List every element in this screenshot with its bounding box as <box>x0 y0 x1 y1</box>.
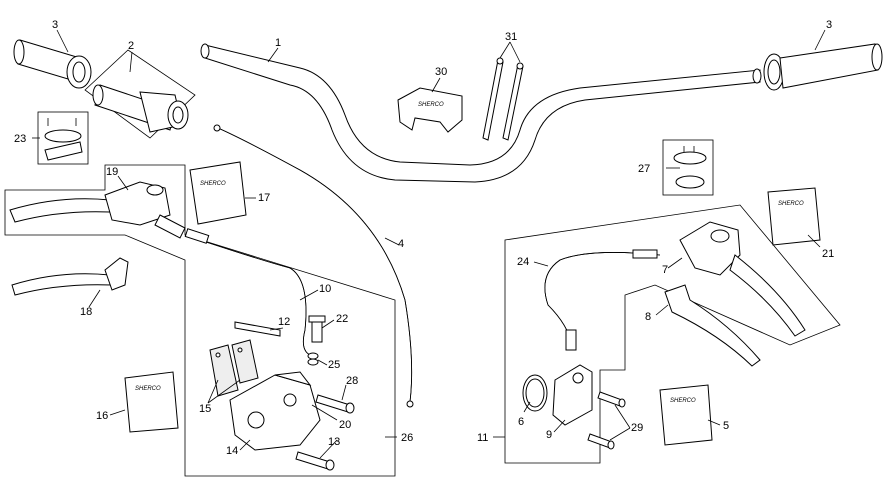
callout-27: 27 <box>638 163 650 175</box>
cable-ties <box>482 57 524 141</box>
svg-text:SHERCO: SHERCO <box>418 102 444 108</box>
master-cylinder-cap-right <box>662 139 714 196</box>
callout-30: 30 <box>435 66 447 78</box>
washers <box>307 352 319 366</box>
rear-spare-lever <box>664 284 761 367</box>
callout-10: 10 <box>319 283 331 295</box>
callout-16: 16 <box>96 410 108 422</box>
brake-pads <box>209 339 259 397</box>
leader-lines <box>32 29 826 459</box>
callout-7: 7 <box>662 264 668 276</box>
callout-20: 20 <box>339 419 351 431</box>
callout-5: 5 <box>723 420 729 432</box>
callout-17: 17 <box>258 192 270 204</box>
callout-22: 22 <box>336 313 348 325</box>
banjo-bolt <box>308 315 326 343</box>
reservoir-screws <box>587 391 626 450</box>
handlebar-clamp: SHERCO <box>397 87 463 133</box>
cable <box>213 124 414 408</box>
callout-3-right: 3 <box>826 19 832 31</box>
callout-25: 25 <box>328 359 340 371</box>
callout-14: 14 <box>226 445 238 457</box>
front-brake-group-outline <box>4 164 396 477</box>
caliper-bolt-13 <box>295 451 335 471</box>
front-master-cylinder <box>9 181 186 239</box>
protective-bag-17: SHERCO <box>189 161 247 225</box>
caliper-bolt-28 <box>315 394 355 414</box>
callout-8: 8 <box>645 311 651 323</box>
svg-text:SHERCO: SHERCO <box>778 201 804 207</box>
svg-text:SHERCO: SHERCO <box>135 386 161 392</box>
master-cylinder-cap-left <box>37 111 89 165</box>
callout-19: 19 <box>106 166 118 178</box>
callout-labels: 3 2 1 3 31 30 23 27 19 17 21 4 24 7 10 1… <box>14 19 834 457</box>
callout-31: 31 <box>505 31 517 43</box>
callout-6: 6 <box>518 416 524 428</box>
callout-24: 24 <box>517 256 529 268</box>
rear-brake-hose <box>544 249 661 351</box>
spare-lever <box>11 257 129 296</box>
front-caliper <box>229 371 321 451</box>
callout-21: 21 <box>822 248 834 260</box>
callout-29: 29 <box>631 422 643 434</box>
throttle-assembly <box>84 49 196 139</box>
handlebar <box>200 43 762 183</box>
protective-bag-16: SHERCO <box>124 371 179 433</box>
svg-text:SHERCO: SHERCO <box>200 181 226 187</box>
rear-reservoir <box>552 364 593 426</box>
callout-26: 26 <box>401 432 413 444</box>
right-grip <box>763 43 883 91</box>
svg-text:SHERCO: SHERCO <box>670 398 696 404</box>
callout-15: 15 <box>199 403 211 415</box>
callout-23: 23 <box>14 133 26 145</box>
callout-9: 9 <box>546 429 552 441</box>
callout-12: 12 <box>278 316 290 328</box>
callout-2: 2 <box>128 40 134 52</box>
protective-bag-21: SHERCO <box>767 187 821 246</box>
pad-pin <box>234 321 281 337</box>
callout-28: 28 <box>346 375 358 387</box>
protective-bag-5: SHERCO <box>659 384 713 446</box>
front-brake-hose <box>184 228 311 356</box>
left-grip <box>13 39 92 89</box>
rear-brake-group-outline <box>504 204 841 464</box>
callout-4: 4 <box>398 238 404 250</box>
callout-3-left: 3 <box>52 19 58 31</box>
callout-13: 13 <box>328 436 340 448</box>
callout-11: 11 <box>477 432 488 444</box>
o-ring <box>522 374 548 412</box>
rear-master-cylinder <box>679 221 806 337</box>
callout-1: 1 <box>275 37 281 49</box>
callout-18: 18 <box>80 306 92 318</box>
